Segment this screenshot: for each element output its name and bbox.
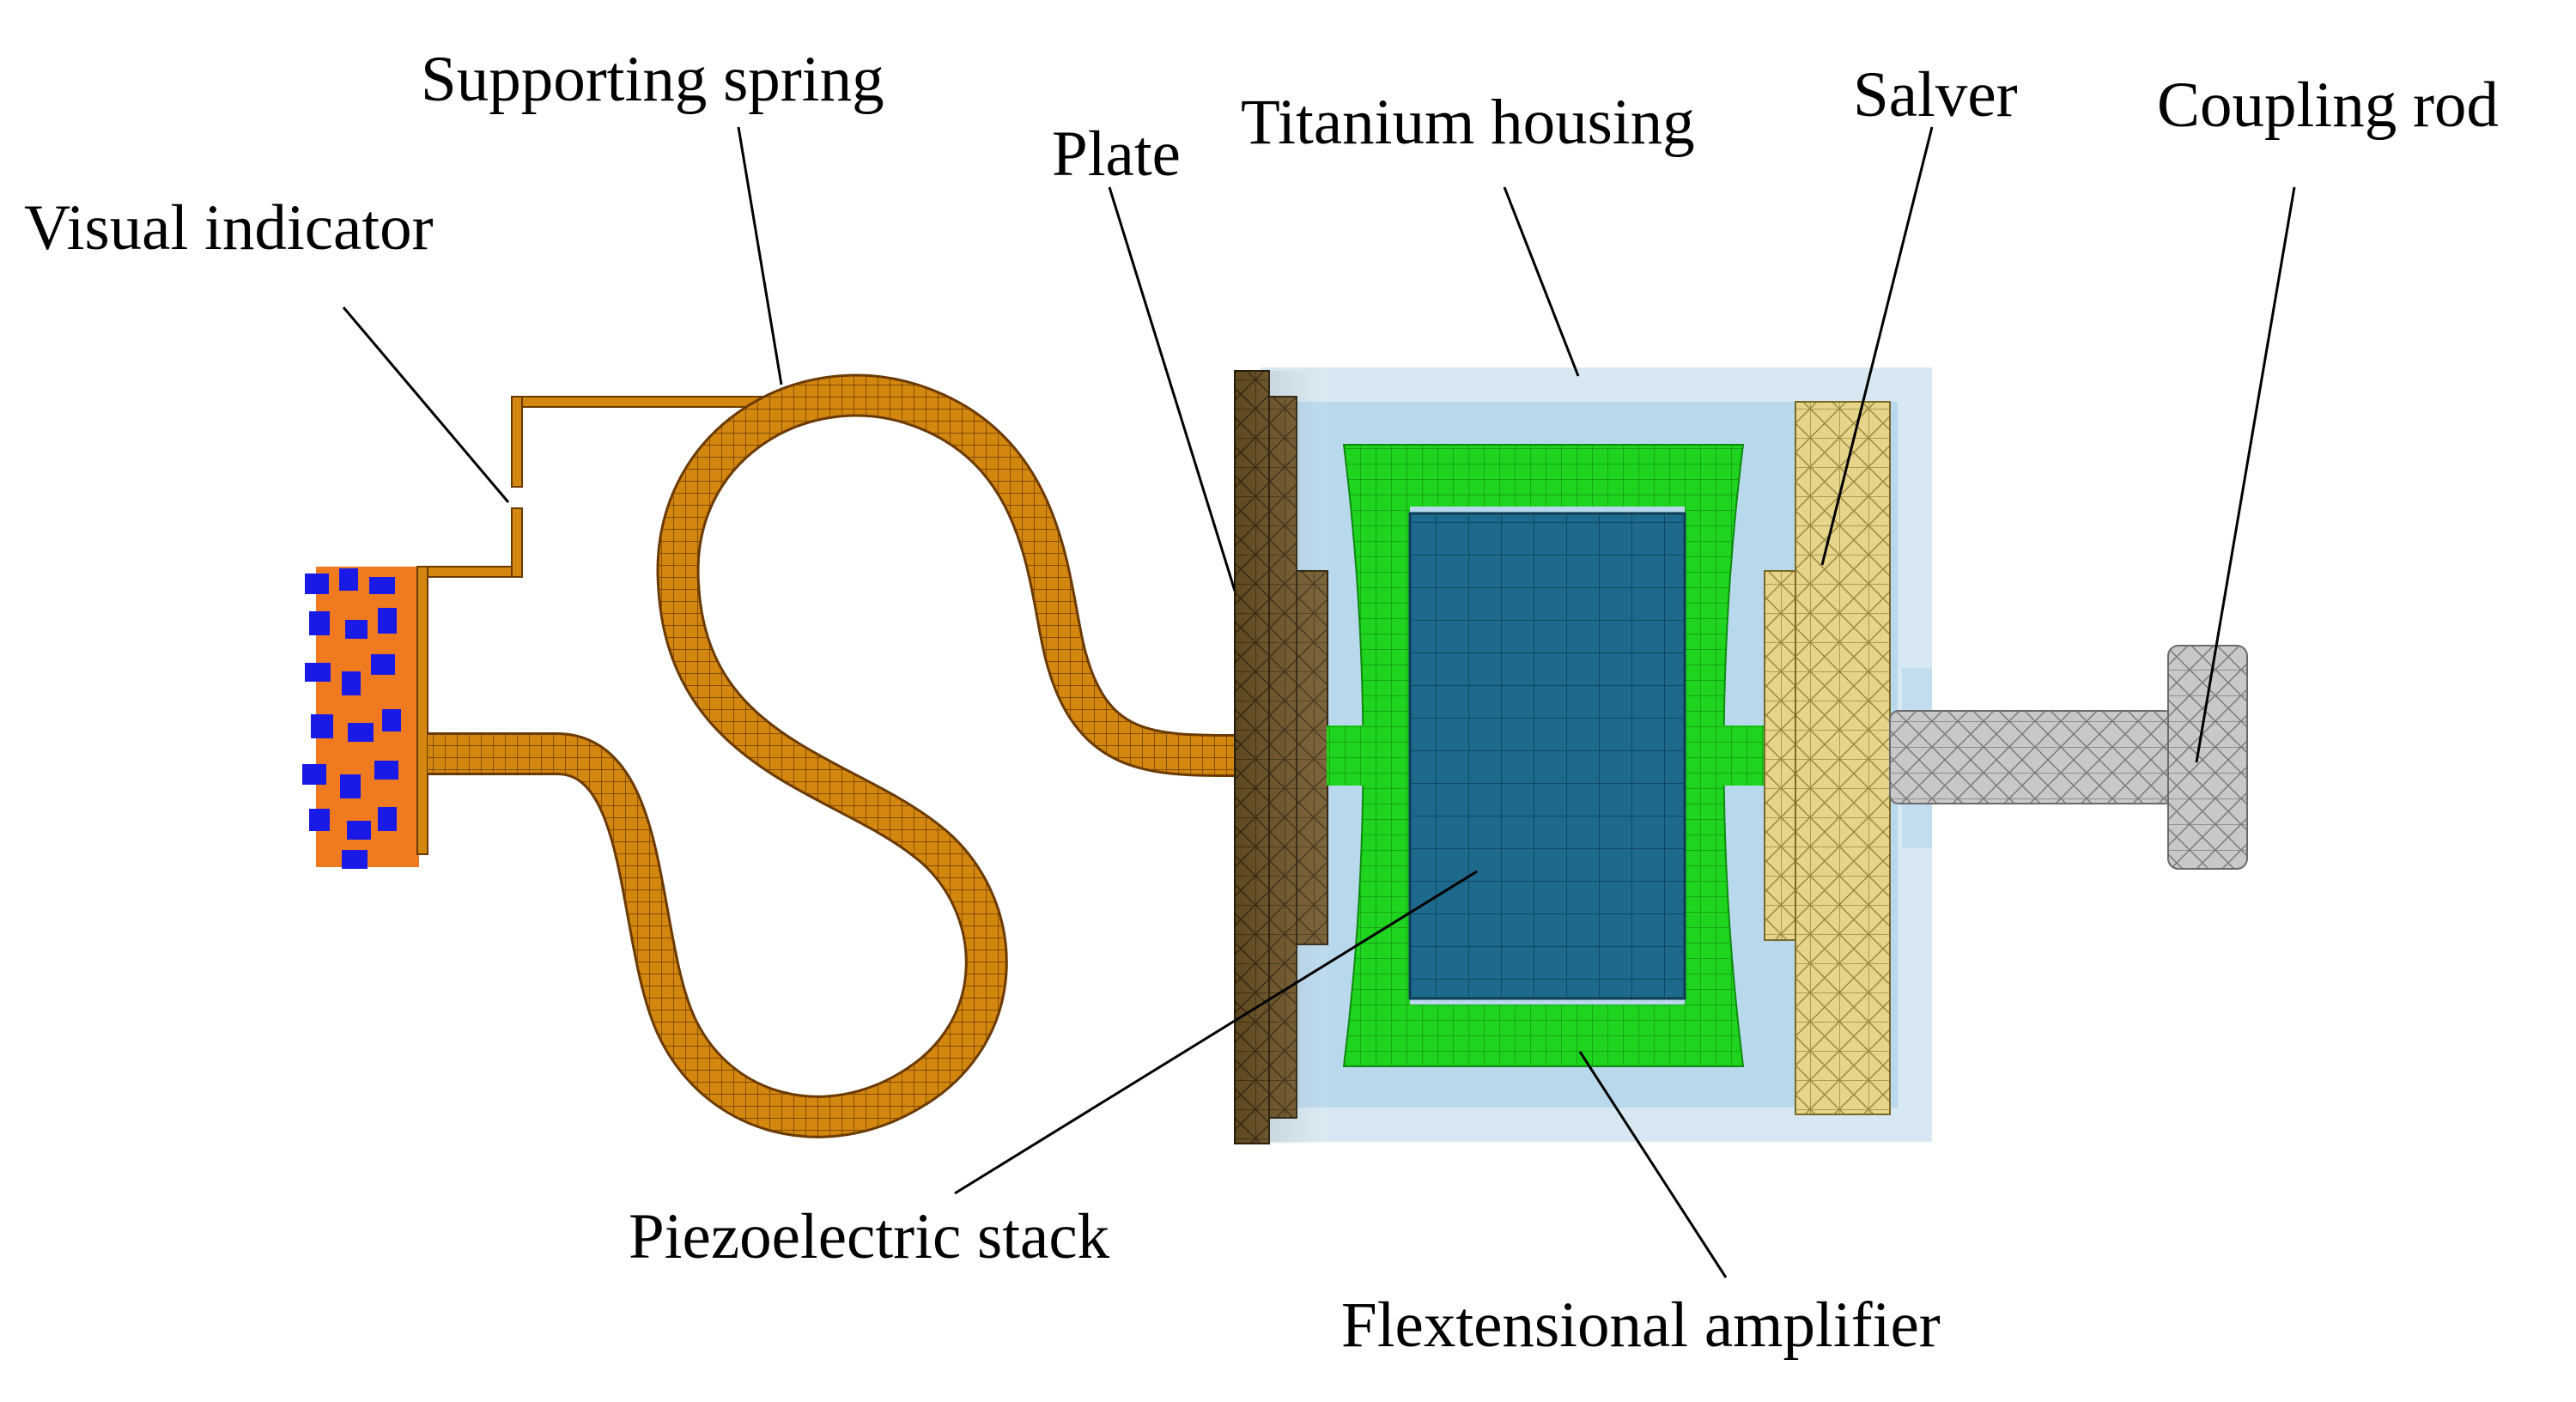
plate bbox=[1234, 370, 1328, 1144]
label-supporting-spring: Supporting spring bbox=[421, 44, 884, 115]
leader-salver bbox=[1820, 126, 1934, 566]
coupling-rod bbox=[1889, 645, 2248, 870]
leader-supporting-spring bbox=[737, 126, 783, 385]
leader-titanium-housing bbox=[1503, 186, 1580, 377]
leader-plate bbox=[1108, 186, 1236, 592]
label-visual-indicator: Visual indicator bbox=[24, 192, 434, 264]
leader-flextensional-amplifier bbox=[1578, 1051, 1728, 1278]
label-coupling-rod: Coupling rod bbox=[2157, 70, 2499, 141]
label-plate: Plate bbox=[1052, 118, 1181, 190]
label-salver: Salver bbox=[1853, 59, 2018, 130]
salver bbox=[1764, 401, 1891, 1115]
piezoelectric-stack bbox=[1408, 512, 1686, 1000]
leader-visual-indicator bbox=[342, 306, 510, 503]
label-flextensional-amplifier: Flextensional amplifier bbox=[1341, 1290, 1941, 1361]
leader-lines bbox=[342, 126, 2296, 1278]
supporting-spring bbox=[428, 373, 1237, 1138]
visual-indicator bbox=[302, 396, 772, 869]
label-piezoelectric-stack: Piezoelectric stack bbox=[629, 1201, 1110, 1272]
label-titanium-housing: Titanium housing bbox=[1241, 87, 1695, 158]
labels: Supporting spring Visual indicator Plate… bbox=[24, 44, 2499, 1361]
leader-coupling-rod bbox=[2195, 186, 2296, 763]
leader-piezoelectric-stack bbox=[954, 870, 1478, 1195]
